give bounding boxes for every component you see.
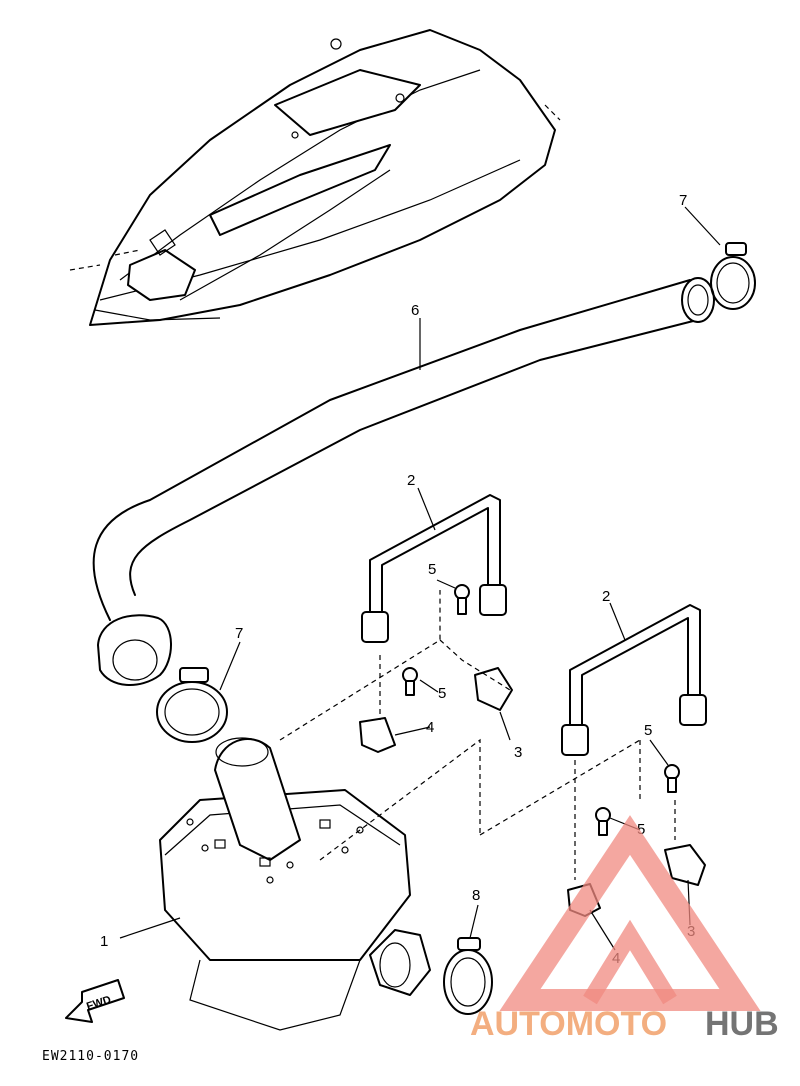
callout-label-2-right: 2 — [602, 588, 610, 605]
callout-label-5-d: 5 — [637, 821, 645, 838]
watermark-text-primary: AUTOMOTO — [470, 1005, 667, 1043]
assembly-lines — [119, 206, 721, 951]
watercraft-hull-illustration — [69, 29, 561, 326]
muffler-body — [159, 737, 431, 1031]
diagram-reference-code: EW2110-0170 — [42, 1049, 139, 1064]
retaining-strap-right — [561, 604, 707, 756]
callout-label-7-upper: 7 — [679, 192, 687, 209]
automotohub-watermark-logo: AUTOMOTO HUB — [470, 815, 779, 1043]
callout-label-4-left: 4 — [426, 719, 434, 736]
callout-label-5-c: 5 — [644, 722, 652, 739]
callout-label-6: 6 — [411, 302, 419, 319]
hose-clamp-upper — [710, 242, 756, 310]
callout-label-2-left: 2 — [407, 472, 415, 489]
forward-direction-arrow-icon: FWD — [65, 979, 125, 1023]
retaining-strap-left — [361, 494, 507, 643]
callout-label-1: 1 — [100, 933, 108, 950]
callout-label-5-a: 5 — [428, 561, 436, 578]
callout-label-5-b: 5 — [438, 685, 446, 702]
hose-clamp-lower — [156, 667, 228, 743]
exhaust-hose — [92, 277, 715, 687]
callout-label-8: 8 — [472, 887, 480, 904]
watermark-text-secondary: HUB — [705, 1005, 779, 1043]
hose-clamp-outlet — [443, 937, 493, 1015]
callout-label-3-left: 3 — [514, 744, 522, 761]
callout-label-7-lower: 7 — [235, 625, 243, 642]
